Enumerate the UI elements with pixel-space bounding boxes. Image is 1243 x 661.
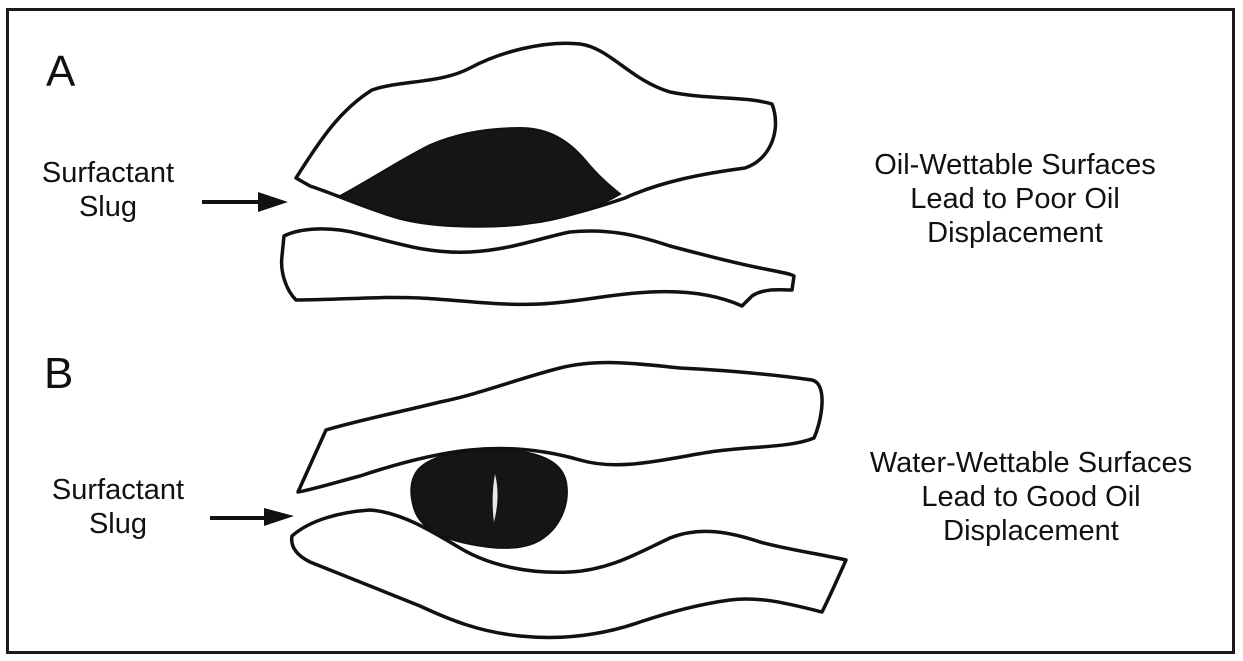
panel-b-arrow xyxy=(210,508,294,526)
panel-b-lower-grain xyxy=(292,510,846,637)
panel-a-lower-grain xyxy=(282,229,794,306)
panel-a-arrow xyxy=(202,192,288,212)
